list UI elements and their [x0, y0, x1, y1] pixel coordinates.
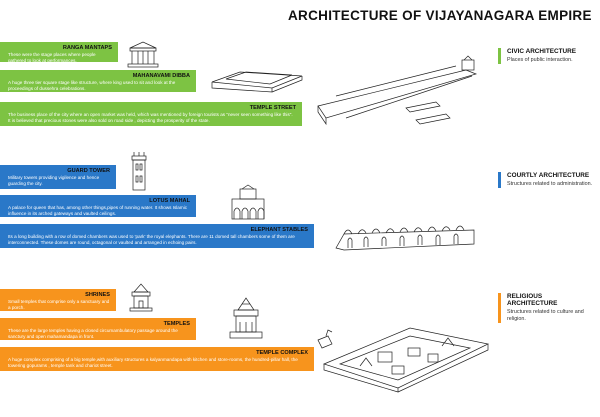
band-heading: LOTUS MAHAL: [149, 198, 190, 204]
category-courtly: COURTLY ARCHITECTURE Structures related …: [498, 172, 594, 188]
band-heading: ELEPHANT STABLES: [250, 227, 308, 233]
band-text: A huge complex comprising of a big templ…: [8, 357, 298, 368]
band-heading: TEMPLE STREET: [249, 105, 296, 111]
temple-street-sketch: [317, 55, 478, 126]
shrine-sketch: [129, 283, 153, 312]
band-text: The business place of the city where an …: [8, 112, 293, 123]
band-heading: GUARD TOWER: [67, 168, 110, 174]
elephant-stables-sketch: [335, 225, 475, 251]
category-description: Structures related to culture and religi…: [507, 309, 584, 322]
category-description: Places of public interaction.: [507, 57, 573, 63]
band-text: Its a long building with a row of domed …: [8, 234, 295, 245]
band-ranga-mantaps: RANGA MANTAPS These were the stage place…: [0, 42, 118, 63]
page-title: ARCHITECTURE OF VIJAYANAGARA EMPIRE: [288, 8, 592, 23]
ranga-mantap-sketch: [127, 41, 159, 68]
band-temple-complex: TEMPLE COMPLEX A huge complex comprising…: [0, 347, 314, 371]
band-text: A palace for queen that has, among other…: [8, 205, 188, 216]
band-text: Small temples that comprise only a sanct…: [8, 299, 110, 310]
category-description: Structures related to administration.: [507, 181, 593, 187]
band-heading: SHRINES: [85, 292, 110, 298]
band-text: Military towers providing vigilence and …: [8, 175, 100, 186]
band-guard-tower: GUARD TOWER Military towers providing vi…: [0, 165, 116, 189]
mahanavami-dibba-sketch: [211, 71, 303, 93]
band-shrines: SHRINES Small temples that comprise only…: [0, 289, 116, 311]
temple-sketch: [229, 297, 263, 339]
category-heading: COURTLY ARCHITECTURE: [507, 172, 590, 179]
band-temple-street: TEMPLE STREET The business place of the …: [0, 102, 302, 126]
category-religious: RELIGIOUS ARCHITECTURE Structures relate…: [498, 293, 594, 323]
category-heading: CIVIC ARCHITECTURE: [507, 48, 576, 55]
band-text: These are the large temples having a clo…: [8, 328, 178, 339]
band-heading: TEMPLES: [163, 321, 190, 327]
band-heading: MAHANAVAMI DIBBA: [132, 73, 190, 79]
band-heading: TEMPLE COMPLEX: [256, 350, 308, 356]
band-elephant-stables: ELEPHANT STABLES Its a long building wit…: [0, 224, 314, 248]
lotus-mahal-sketch: [231, 184, 265, 220]
band-text: A huge three tier square stage like stru…: [8, 80, 176, 91]
guard-tower-sketch: [131, 152, 147, 191]
band-text: These were the stage places where people…: [8, 52, 96, 63]
band-mahanavami-dibba: MAHANAVAMI DIBBA A huge three tier squar…: [0, 70, 196, 92]
category-civic: CIVIC ARCHITECTURE Places of public inte…: [498, 48, 594, 64]
category-heading: RELIGIOUS ARCHITECTURE: [507, 293, 558, 307]
band-heading: RANGA MANTAPS: [62, 45, 112, 51]
band-lotus-mahal: LOTUS MAHAL A palace for queen that has,…: [0, 195, 196, 217]
temple-complex-sketch: [317, 327, 490, 393]
band-temples: TEMPLES These are the large temples havi…: [0, 318, 196, 340]
